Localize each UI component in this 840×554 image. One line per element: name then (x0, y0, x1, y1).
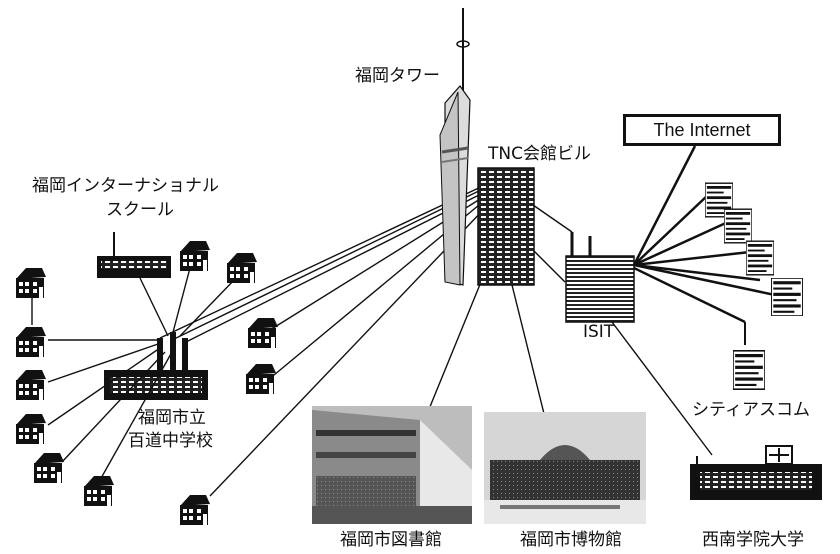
middle-school-links (31, 297, 173, 481)
tnc-label: TNC会館ビル (488, 144, 591, 164)
school-links (139, 267, 237, 337)
server-icon (746, 240, 774, 276)
museum-photo (484, 412, 646, 524)
tower-label: 福岡タワー (355, 66, 440, 86)
house-icon (84, 476, 114, 506)
citycom-label: シティアスコム (692, 400, 810, 420)
house-icon (34, 453, 64, 483)
server-icon (771, 278, 803, 316)
middle-school-label-line2: 百道中学校 (128, 431, 213, 451)
middle-school-label-line1: 福岡市立 (138, 408, 206, 428)
university-label: 西南学院大学 (702, 530, 804, 550)
isit-university-link (611, 321, 713, 456)
house-icon (16, 414, 46, 444)
house-icon (246, 364, 276, 394)
server-icon (724, 208, 752, 244)
house-icon (180, 241, 210, 271)
tnc-building (477, 167, 535, 286)
library-label: 福岡市図書館 (340, 530, 442, 550)
house-icon (16, 370, 46, 400)
international-school-building (97, 232, 171, 278)
house-icon (16, 268, 46, 298)
isit-label: ISIT (583, 322, 615, 342)
house-icon (16, 327, 46, 357)
university-building (690, 445, 822, 500)
citycom-server-icon (733, 349, 765, 391)
library-photo (312, 406, 472, 524)
internet-box: The Internet (623, 114, 781, 146)
middle-school-building (104, 332, 208, 400)
international-school-label-line1: 福岡インターナショナル (32, 176, 219, 196)
isit-internet-links (632, 145, 776, 324)
isit-building (565, 232, 635, 323)
house-icon (248, 318, 278, 348)
house-icon (227, 253, 257, 283)
fukuoka-tower (439, 8, 471, 286)
international-school-label-line2: スクール (106, 200, 174, 220)
house-icon (180, 495, 210, 525)
museum-label: 福岡市博物館 (520, 530, 622, 550)
